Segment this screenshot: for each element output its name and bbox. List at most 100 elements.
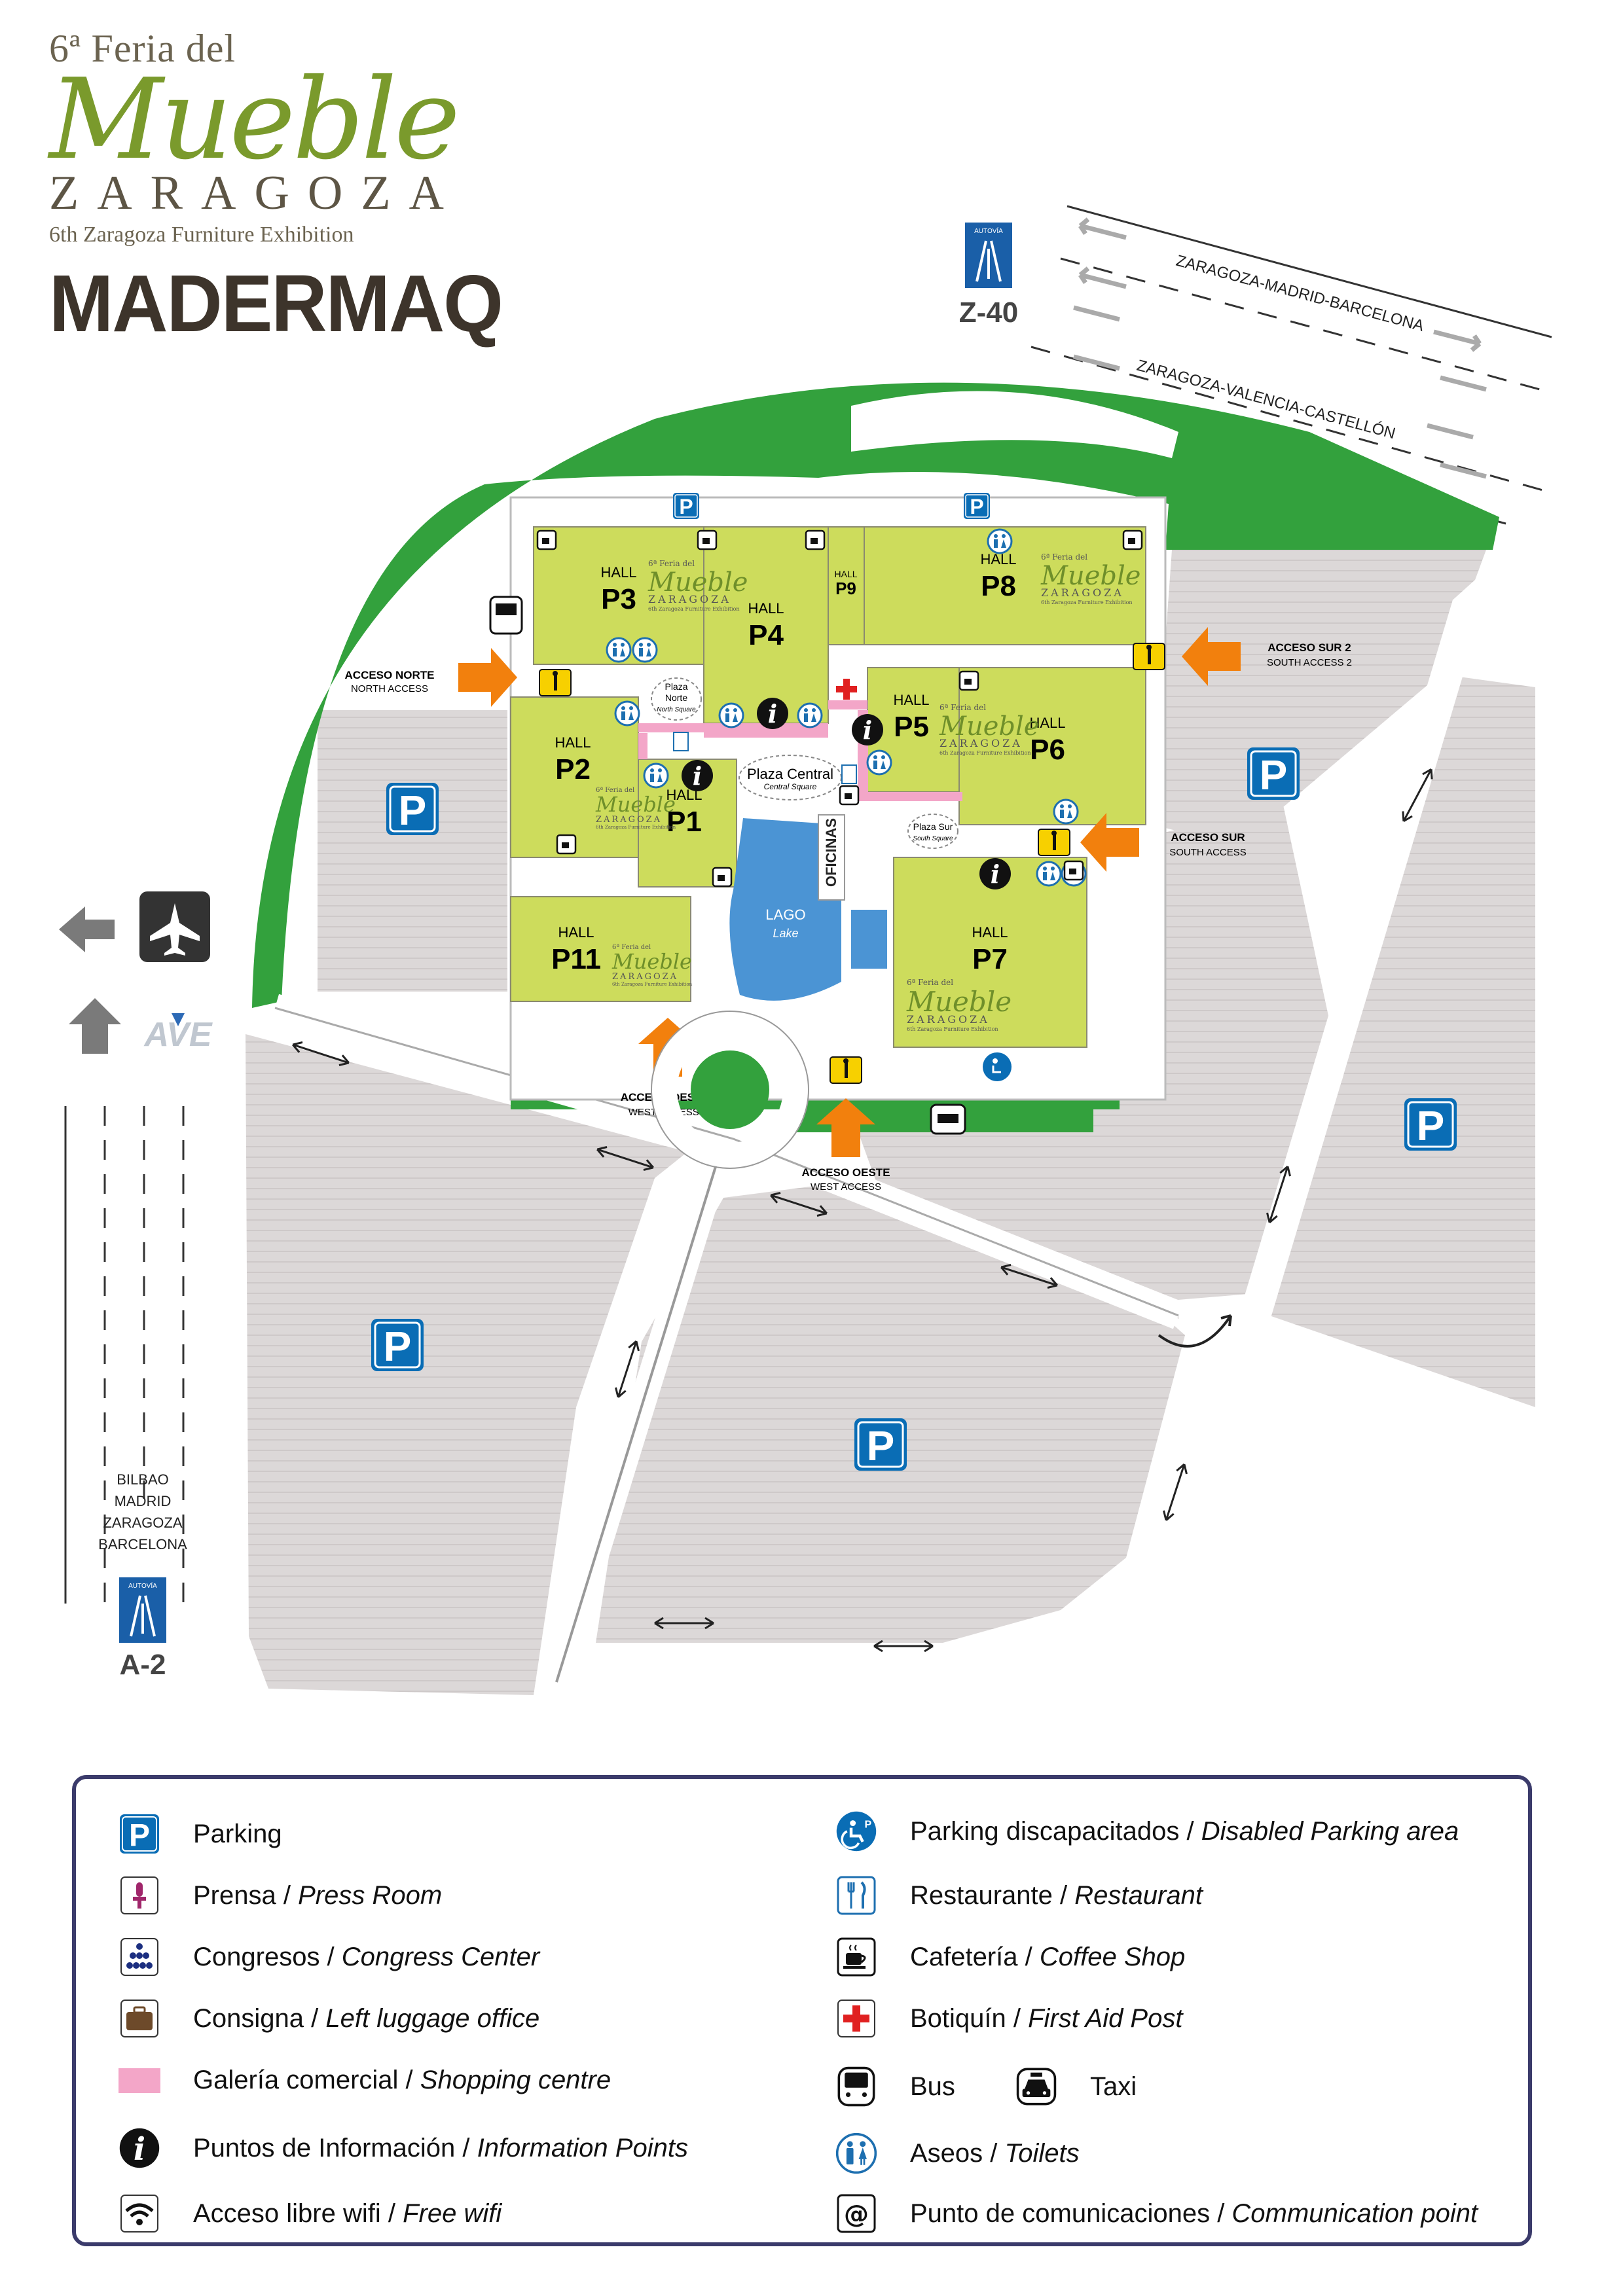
offices-block — [818, 814, 845, 901]
parking-sign — [370, 1318, 425, 1372]
legend-label-es: Acceso libre wifi — [193, 2198, 381, 2228]
legend-label-es: Consigna — [193, 2003, 304, 2033]
plaza-sur-label-en: South Square — [913, 835, 953, 842]
parking-sign — [1403, 1097, 1458, 1152]
disabled-parking-icon: P — [835, 1810, 877, 1852]
legend-label: Parking — [193, 1819, 282, 1848]
legend-label-es: Prensa — [193, 1880, 276, 1910]
access-arrow-north — [458, 648, 517, 707]
z40-sign: AUTOVÍA — [965, 223, 1012, 288]
legend-label-en: Press Room — [298, 1880, 443, 1910]
coffee-icon — [556, 834, 577, 855]
map-legend: P Parking Prensa / Press Room Congresos … — [72, 1775, 1532, 2246]
toilets-icon — [1036, 861, 1062, 887]
svg-text:6ª Feria del: 6ª Feria del — [596, 787, 634, 794]
parking-sign — [853, 1417, 908, 1472]
plaza-norte — [651, 677, 702, 721]
coffee-icon — [1063, 860, 1084, 881]
legend-shopping: Galería comercial / Shopping centre — [119, 2059, 611, 2101]
access-north-label-en: NORTH ACCESS — [351, 683, 428, 694]
bus-icon — [489, 596, 523, 635]
info-icon — [979, 858, 1011, 889]
coffee-icon — [958, 670, 979, 691]
legend-taxi: Taxi — [1015, 2066, 1137, 2108]
svg-text:6th Zaragoza Furniture Exhibit: 6th Zaragoza Furniture Exhibition — [612, 982, 693, 987]
plaza-norte-label-1: Plaza — [665, 681, 687, 692]
plaza-norte-label-3: North Square — [657, 706, 696, 713]
access-gate-icon — [830, 1056, 862, 1084]
toilets-icon — [614, 700, 640, 726]
shopping-swatch-icon — [119, 2059, 160, 2101]
hall-p9-block — [828, 526, 865, 645]
svg-text:HALL: HALL — [748, 600, 784, 617]
hall-p11-block — [510, 896, 691, 1002]
coffee-icon — [1122, 529, 1143, 550]
hall-p4-label: HALL P4 — [748, 600, 784, 651]
svg-text:P9: P9 — [835, 579, 856, 598]
wifi-icon — [119, 2193, 160, 2234]
svg-text:6th Zaragoza Furniture Exhibit: 6th Zaragoza Furniture Exhibition — [1041, 600, 1133, 605]
disabled-parking-icon — [983, 1052, 1012, 1081]
access-south-label-en: SOUTH ACCESS — [1169, 847, 1247, 858]
legend-luggage: Consigna / Left luggage office — [119, 1998, 539, 2039]
coffee-icon — [835, 1936, 877, 1978]
toilets-icon — [797, 702, 823, 728]
svg-text:P4: P4 — [748, 619, 784, 651]
info-icon — [682, 760, 713, 791]
brand-edition: 6ª Feria del — [49, 27, 236, 70]
access-markers: ACCESO NORTE NORTH ACCESS ACCESO SUR 2 S… — [345, 627, 1352, 1193]
legend-label-en: Toilets — [1004, 2138, 1080, 2168]
z40-label: Z-40 — [959, 296, 1018, 329]
svg-text:ZARAGOZA: ZARAGOZA — [1041, 586, 1124, 599]
curved-direction-arrow — [1158, 1314, 1232, 1348]
svg-text:P: P — [129, 1818, 150, 1853]
svg-text:AUTOVÍA: AUTOVÍA — [128, 1581, 157, 1590]
motorway-a2 — [64, 1106, 185, 1604]
svg-text:BILBAO: BILBAO — [117, 1471, 168, 1488]
svg-text:P: P — [864, 1820, 871, 1831]
svg-text:ZARAGOZA: ZARAGOZA — [596, 815, 662, 825]
toilets-icon — [606, 637, 632, 663]
legend-label-en: Information Points — [477, 2133, 688, 2162]
legend-label-es: Aseos — [910, 2138, 983, 2168]
lake-label: LAGO — [765, 906, 805, 923]
offices-label: OFICINAS — [823, 818, 839, 887]
plaza-sur-label: Plaza Sur — [913, 821, 953, 832]
coffee-icon — [712, 867, 733, 888]
toilets-icon — [643, 762, 669, 789]
legend-label-es: Cafetería — [910, 1942, 1018, 1971]
legend-label-es: Congresos — [193, 1942, 320, 1971]
first-aid-icon — [835, 1998, 877, 2039]
svg-text:Mueble: Mueble — [595, 792, 676, 817]
toilets-icon — [866, 749, 892, 776]
ave-direction: AVE — [69, 998, 213, 1054]
info-icon — [757, 698, 788, 729]
svg-text:AUTOVÍA: AUTOVÍA — [974, 226, 1003, 235]
roads — [270, 538, 1543, 1686]
lake — [729, 818, 841, 1001]
coffee-icon — [839, 785, 860, 806]
svg-text:ZARAGOZA: ZARAGOZA — [939, 737, 1023, 749]
toilets-icon — [632, 637, 658, 663]
roundabout — [651, 1011, 809, 1169]
halls — [510, 526, 1146, 1048]
taxi-icon — [930, 1103, 966, 1135]
legend-label: Taxi — [1090, 2072, 1137, 2101]
svg-text:HALL: HALL — [972, 924, 1008, 941]
legend-label-es: Galería comercial — [193, 2065, 399, 2094]
svg-text:P6: P6 — [1030, 734, 1065, 766]
legend-bus: Bus — [835, 2066, 955, 2108]
legend-label-en: Free wifi — [403, 2198, 502, 2228]
svg-text:6ª Feria del: 6ª Feria del — [907, 978, 953, 987]
svg-text:P3: P3 — [601, 583, 636, 615]
